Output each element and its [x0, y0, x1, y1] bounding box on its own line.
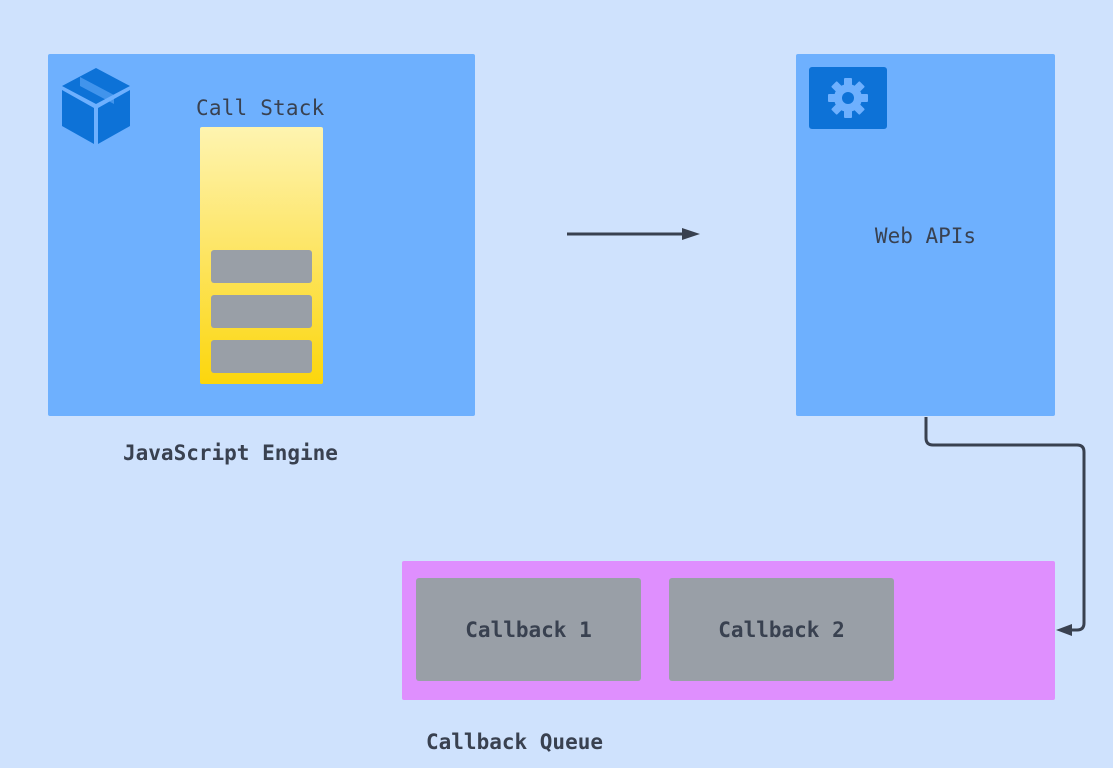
callback-queue-label: Callback Queue [426, 730, 604, 754]
engine-to-webapis-arrow [567, 228, 700, 240]
web-apis-label: Web APIs [874, 224, 977, 248]
stack-frame [211, 295, 312, 328]
gear-icon [828, 78, 868, 118]
box-icon [62, 68, 130, 144]
gear-icon-tile [809, 67, 887, 129]
stack-frame [211, 250, 312, 283]
javascript-engine-label: JavaScript Engine [123, 441, 338, 465]
call-stack [200, 127, 323, 384]
call-stack-label: Call Stack [196, 96, 325, 120]
callback-item: Callback 2 [669, 578, 894, 681]
stack-frame [211, 340, 312, 373]
callback-item: Callback 1 [416, 578, 641, 681]
